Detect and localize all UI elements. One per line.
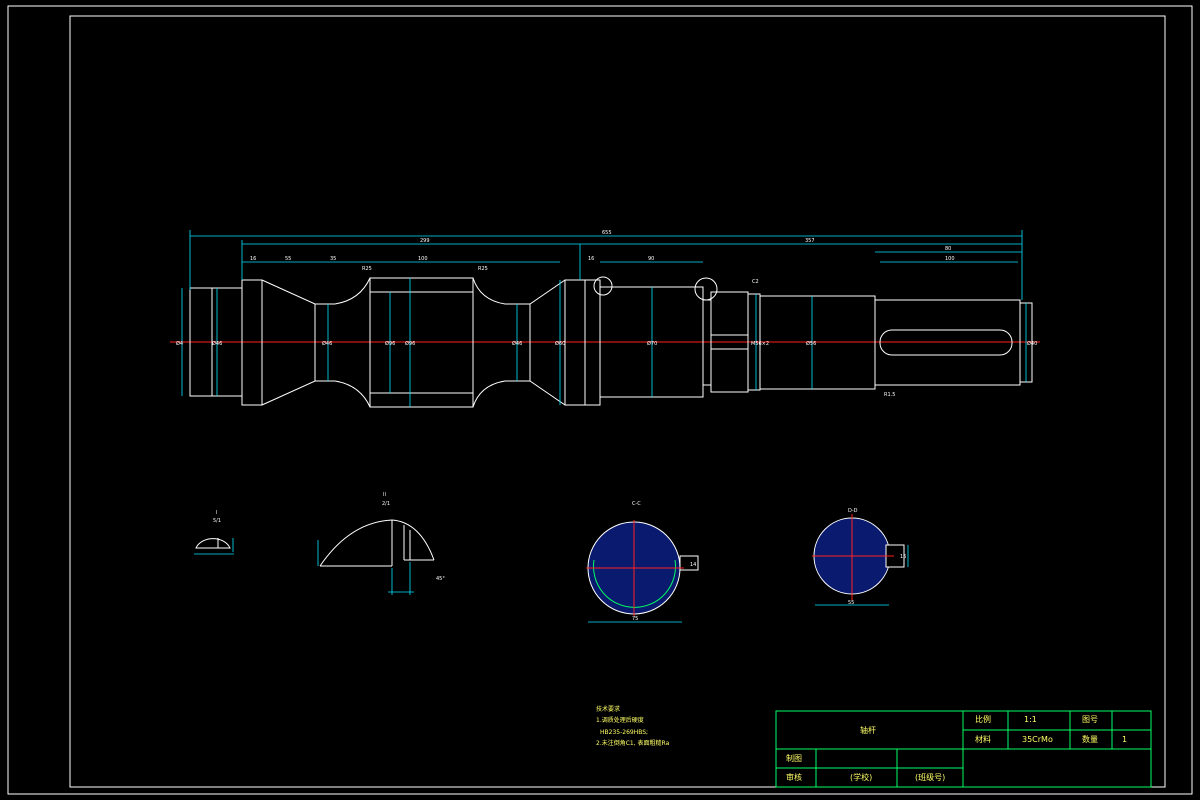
dim-dia-thread: M56×2 xyxy=(751,341,769,347)
section-cc-label: C-C xyxy=(632,501,641,507)
scale-value: 1:1 xyxy=(1024,715,1037,724)
notes-line1: 1.调质处理后硬度 xyxy=(596,716,644,724)
checker-label: 审核 xyxy=(786,772,802,782)
notes-line2: HB235-269HBS; xyxy=(600,729,648,736)
material-value: 35CrMo xyxy=(1022,735,1053,744)
detail-ii: II 2/1 45° xyxy=(317,492,445,595)
dim-dia-neck: Ø46 xyxy=(322,340,332,347)
title-block: 轴杆 比例 1:1 图号 材料 35CrMo 数量 1 制图 审核 (学校) (… xyxy=(775,710,1152,788)
class-name: (班级号) xyxy=(915,772,945,782)
detail-i-label: I xyxy=(216,510,217,516)
qty-label: 数量 xyxy=(1082,734,1098,744)
detail-ii-angle: 45° xyxy=(436,576,445,582)
detail-i: I 5/1 xyxy=(194,510,234,555)
dim-dia-neck2: Ø46 xyxy=(512,340,522,347)
dim-dia-shaft: Ø56 xyxy=(806,340,816,347)
keyway xyxy=(879,329,1013,356)
dim-chamfer: C2 xyxy=(752,279,759,285)
section-dd-key: 16 xyxy=(900,554,906,560)
dim-seg-e: 16 xyxy=(588,256,594,262)
dim-key-len: 80 xyxy=(945,246,951,252)
inner-frame xyxy=(69,15,1166,788)
dim-dia-left2: Ø46 xyxy=(212,340,222,347)
shaft-main-view xyxy=(170,230,1040,408)
dim-dia-left: Ø4 xyxy=(176,340,183,347)
dim-dia-body2: Ø96 xyxy=(405,340,415,347)
detail-ii-scale: 2/1 xyxy=(382,501,390,507)
technical-notes: 技术要求 1.调质处理后硬度 HB235-269HBS; 2.未注倒角C1, 表… xyxy=(596,705,670,747)
section-cc: C-C 75 14 xyxy=(586,501,699,623)
drawing-no-label: 图号 xyxy=(1082,715,1098,724)
dim-seg-c: 35 xyxy=(330,256,336,262)
outer-frame xyxy=(7,5,1193,795)
section-dd-width: 55 xyxy=(848,600,854,606)
dim-fillet: R1.5 xyxy=(884,392,895,398)
dim-left-span: 299 xyxy=(420,238,430,244)
dim-seg-f: 90 xyxy=(648,256,654,262)
dim-dia-end: Ø40 xyxy=(1027,340,1037,347)
dim-seg-a: 16 xyxy=(250,256,256,262)
dim-right-span: 357 xyxy=(805,238,815,244)
dim-dia-body: Ø96 xyxy=(385,340,395,347)
school-name: (学校) xyxy=(850,772,872,782)
dim-key-len2: 100 xyxy=(945,256,955,262)
detail-ii-label: II xyxy=(383,492,386,498)
dim-seg-b: 55 xyxy=(285,256,291,262)
section-dd-label: D-D xyxy=(848,508,858,514)
notes-line3: 2.未注倒角C1, 表面粗糙Ra xyxy=(596,739,670,747)
dim-overall: 655 xyxy=(602,230,612,236)
detail-i-scale: 5/1 xyxy=(213,518,221,524)
qty-value: 1 xyxy=(1122,735,1127,744)
part-name: 轴杆 xyxy=(860,725,876,735)
dim-dia-right: Ø70 xyxy=(647,340,657,347)
section-dd: D-D 55 16 xyxy=(812,508,909,606)
notes-title: 技术要求 xyxy=(596,705,620,713)
dim-r1: R25 xyxy=(362,266,372,272)
dim-dia-main: Ø60 xyxy=(555,340,565,347)
dim-r2: R25 xyxy=(478,266,488,272)
scale-label: 比例 xyxy=(975,714,991,724)
material-label: 材料 xyxy=(975,734,991,744)
section-cc-key: 14 xyxy=(690,562,696,568)
section-cc-width: 75 xyxy=(632,616,638,622)
dim-seg-d: 100 xyxy=(418,256,428,262)
designer-label: 制图 xyxy=(786,753,802,763)
